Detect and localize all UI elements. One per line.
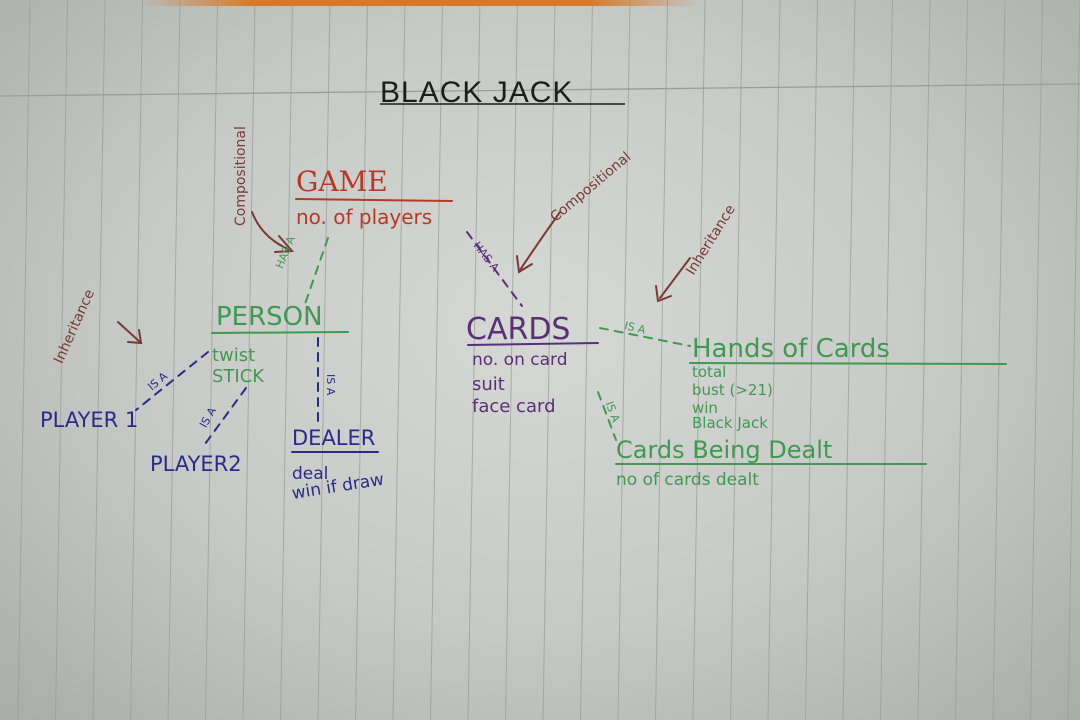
hands-class-name: Hands of Cards — [692, 334, 890, 364]
ruled-line — [580, 0, 593, 720]
player2-class-name: PLAYER2 — [150, 452, 242, 476]
ruled-line — [880, 0, 893, 720]
inheritance-left-arrowhead — [127, 329, 143, 345]
page-title: BLACK JACK — [380, 76, 574, 109]
ruled-line — [205, 0, 218, 720]
ruled-line — [92, 0, 106, 720]
game-attribute-players: no. of players — [296, 205, 433, 229]
ruled-line — [1030, 0, 1043, 720]
cards-attribute-suit: suit — [472, 374, 505, 395]
inheritance-right-arrowhead — [655, 285, 672, 303]
header-rule — [0, 83, 1080, 97]
ruled-line — [767, 0, 781, 720]
person-underline — [211, 331, 349, 334]
ruled-line — [167, 0, 181, 720]
ruled-line — [842, 0, 856, 720]
orange-edge — [140, 0, 700, 6]
hands-attribute-win: win — [692, 399, 718, 417]
dealt-attribute-count: no of cards dealt — [616, 470, 759, 490]
ruled-line — [692, 0, 706, 720]
ruled-line — [280, 0, 293, 720]
player1-class-name: PLAYER 1 — [40, 408, 139, 432]
compositional-left-arrow — [251, 211, 291, 251]
is-a-connector-player2 — [204, 387, 247, 445]
ruled-line — [655, 0, 668, 720]
ruled-line — [130, 0, 143, 720]
ruled-line — [430, 0, 443, 720]
ruled-line — [505, 0, 518, 720]
cards-attribute-number: no. on card — [472, 350, 568, 370]
inheritance-left-arrow — [117, 321, 141, 343]
is-a-label-dealer: IS A — [324, 374, 337, 396]
dealer-attribute-deal: deal — [292, 464, 329, 484]
is-a-connector-dealt — [597, 391, 617, 441]
ruled-line — [542, 0, 556, 720]
ruled-line — [242, 0, 256, 720]
cards-class-name: CARDS — [466, 312, 571, 347]
inheritance-right-arrow — [659, 257, 691, 299]
ruled-line — [355, 0, 368, 720]
has-a-connector-person — [304, 237, 329, 305]
ruled-line — [805, 0, 818, 720]
compositional-right-arrowhead — [516, 255, 533, 274]
game-class-name: GAME — [296, 165, 388, 198]
ruled-line — [617, 0, 631, 720]
hands-attribute-black-jack: Black Jack — [692, 414, 768, 432]
ruled-line — [992, 0, 1006, 720]
ruled-line — [730, 0, 743, 720]
is-a-connector-player1 — [135, 351, 209, 411]
hands-attribute-bust: bust (>21) — [692, 381, 773, 399]
ruled-line — [17, 0, 31, 720]
ruled-line — [317, 0, 331, 720]
is-a-connector-hands — [599, 327, 691, 347]
game-underline-1 — [295, 198, 453, 202]
compositional-right-arrow — [519, 211, 561, 271]
ruled-line — [1067, 0, 1080, 720]
ruled-line — [467, 0, 481, 720]
cards-attribute-face-card: face card — [472, 396, 556, 417]
compositional-left-arrowhead — [274, 235, 295, 253]
annotation-compositional-left: Compositional — [233, 126, 249, 226]
cards-underline — [467, 342, 599, 346]
has-a-connector-cards — [466, 231, 523, 307]
ruled-line — [55, 0, 68, 720]
ruled-line — [917, 0, 931, 720]
dealt-class-name: Cards Being Dealt — [616, 436, 833, 464]
hands-attribute-total: total — [692, 363, 727, 381]
dealer-class-name: DEALER — [292, 426, 376, 450]
person-attribute-twist: twist — [212, 345, 256, 366]
ruled-line — [392, 0, 406, 720]
ruled-line — [955, 0, 968, 720]
hands-underline — [689, 362, 1007, 365]
person-class-name: PERSON — [216, 302, 323, 332]
person-attribute-stick: stick — [212, 366, 265, 387]
